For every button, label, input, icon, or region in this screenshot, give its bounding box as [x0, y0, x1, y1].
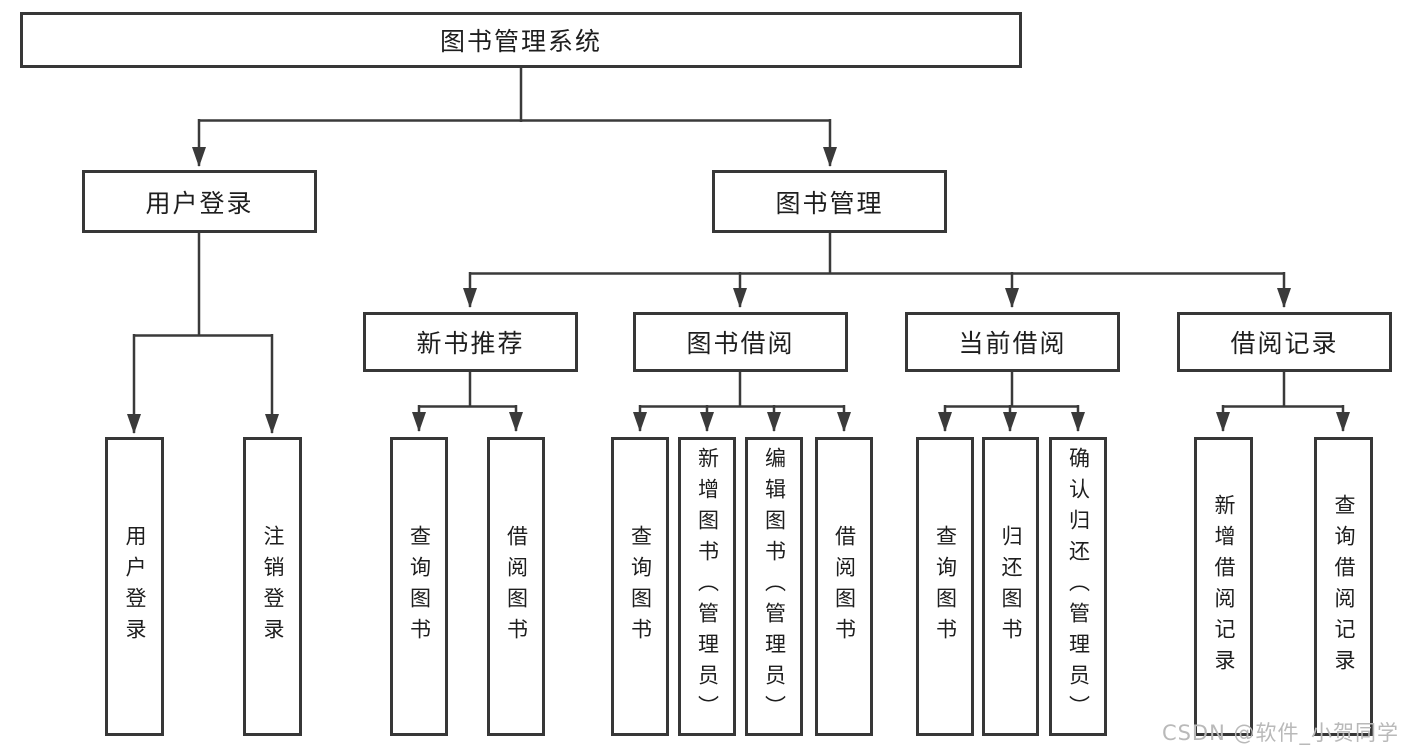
- node-root-system: 图书管理系统: [20, 12, 1022, 68]
- leaf-borrow-books-recommend: 借阅图书: [487, 437, 545, 736]
- node-current-borrow: 当前借阅: [905, 312, 1120, 372]
- leaf-edit-books-admin: 编辑图书（管理员）: [745, 437, 803, 736]
- leaf-return-books: 归还图书: [982, 437, 1039, 736]
- leaf-user-login: 用户登录: [105, 437, 164, 736]
- node-book-management: 图书管理: [712, 170, 947, 233]
- leaf-query-books-recommend: 查询图书: [390, 437, 448, 736]
- node-borrow-records: 借阅记录: [1177, 312, 1392, 372]
- leaf-add-books-admin: 新增图书（管理员）: [678, 437, 736, 736]
- leaf-query-books-borrow: 查询图书: [611, 437, 669, 736]
- leaf-query-books-current: 查询图书: [916, 437, 974, 736]
- leaf-logout-login: 注销登录: [243, 437, 302, 736]
- leaf-borrow-books: 借阅图书: [815, 437, 873, 736]
- node-new-book-recommend: 新书推荐: [363, 312, 578, 372]
- leaf-add-borrow-record: 新增借阅记录: [1194, 437, 1253, 736]
- node-user-login: 用户登录: [82, 170, 317, 233]
- leaf-confirm-return-admin: 确认归还（管理员）: [1049, 437, 1107, 736]
- leaf-query-borrow-record: 查询借阅记录: [1314, 437, 1373, 736]
- node-book-borrow: 图书借阅: [633, 312, 848, 372]
- csdn-watermark: CSDN @软件_小贺同学: [1161, 721, 1399, 745]
